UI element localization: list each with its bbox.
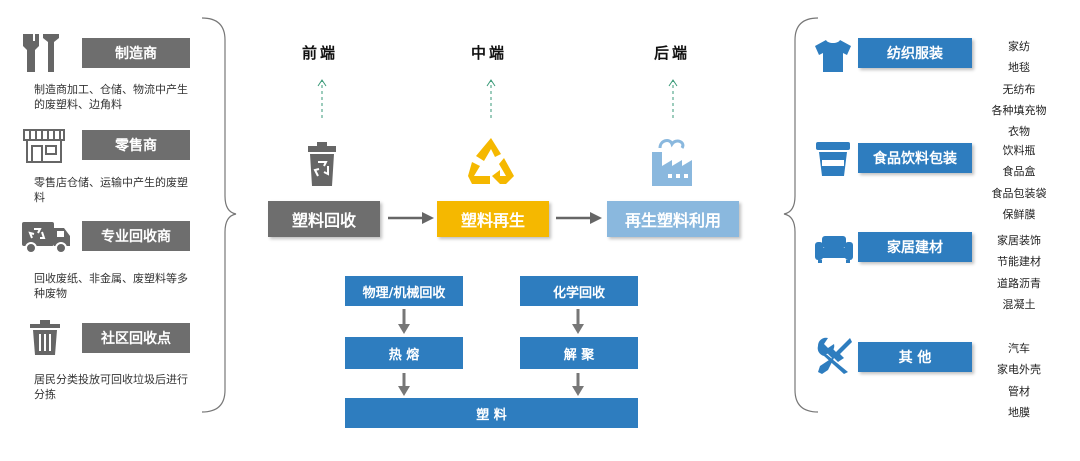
- plastic-regen-box: 塑料再生: [437, 201, 549, 237]
- source-box-manufacturer: 制造商: [82, 38, 190, 68]
- plastic-recycle-box: 塑料回收: [268, 201, 380, 237]
- app-item: 混凝土: [1002, 297, 1036, 311]
- tools-icon: [22, 32, 60, 74]
- flow-arrows: [388, 212, 602, 224]
- app-item: 道路沥青: [997, 276, 1041, 290]
- source-desc-retailer: 零售店仓储、运输中产生的废塑料: [34, 176, 188, 204]
- app-box-other: 其 他: [858, 342, 972, 372]
- app-item: 地毯: [1008, 61, 1030, 75]
- dashed-up-arrows: [317, 79, 678, 118]
- cup-icon: [814, 140, 852, 178]
- app-item: 地膜: [1008, 405, 1030, 419]
- source-box-recycler: 专业回收商: [82, 221, 190, 251]
- app-item: 食品盒: [1002, 165, 1036, 179]
- trash-bin-icon: [28, 320, 62, 356]
- recycle-bin-icon: [306, 140, 338, 188]
- wrench-screwdriver-icon: [814, 336, 854, 376]
- recycle-icon: [466, 136, 516, 188]
- app-list-textile: 家纺 地毯 无纺布 各种填充物 衣物: [984, 36, 1054, 142]
- decompose-box: 解 聚: [520, 337, 638, 369]
- source-box-retailer: 零售商: [82, 130, 190, 160]
- left-bracket: [201, 17, 237, 413]
- process-arrows: [398, 309, 584, 396]
- app-item: 各种填充物: [991, 103, 1047, 117]
- factory-icon: [646, 136, 700, 188]
- sofa-icon: [814, 234, 854, 264]
- app-list-home-building: 家居装饰 节能建材 道路沥青 混凝土: [984, 230, 1054, 315]
- app-box-textile: 纺织服装: [858, 38, 972, 68]
- chemical-recycle-box: 化学回收: [520, 276, 638, 306]
- app-item: 保鲜膜: [1002, 207, 1036, 221]
- app-box-home-building: 家居建材: [858, 232, 972, 262]
- store-icon: [22, 128, 66, 164]
- source-desc-recycler: 回收废纸、非金属、废塑料等多种废物: [34, 272, 188, 300]
- physical-recycle-box: 物理/机械回收: [345, 276, 463, 306]
- stage-back: 后端: [654, 44, 691, 62]
- app-item: 家纺: [1008, 40, 1030, 53]
- source-box-community: 社区回收点: [82, 323, 190, 353]
- app-item: 家电外壳: [997, 363, 1041, 377]
- stage-front: 前端: [302, 44, 339, 62]
- plastic-box: 塑 料: [345, 398, 638, 428]
- melt-box: 热 熔: [345, 337, 463, 369]
- source-desc-manufacturer: 制造商加工、仓储、物流中产生的废塑料、边角料: [34, 83, 188, 111]
- app-item: 管材: [1008, 384, 1030, 398]
- stage-middle: 中端: [471, 44, 508, 62]
- right-bracket: [783, 17, 819, 413]
- app-item: 衣物: [1008, 125, 1030, 139]
- app-list-other: 汽车 家电外壳 管材 地膜: [984, 338, 1054, 423]
- app-item: 家居装饰: [997, 234, 1041, 247]
- app-item: 饮料瓶: [1002, 144, 1036, 157]
- tshirt-icon: [813, 38, 853, 74]
- recycling-truck-icon: [20, 220, 72, 254]
- recycled-plastic-use-box: 再生塑料利用: [607, 201, 739, 237]
- app-item: 汽车: [1008, 342, 1030, 355]
- app-item: 食品包装袋: [991, 186, 1047, 200]
- app-box-food-packaging: 食品饮料包装: [858, 143, 972, 173]
- app-item: 无纺布: [1002, 82, 1036, 96]
- app-item: 节能建材: [997, 255, 1041, 269]
- app-list-food-packaging: 饮料瓶 食品盒 食品包装袋 保鲜膜: [984, 140, 1054, 225]
- source-desc-community: 居民分类投放可回收垃圾后进行分拣: [34, 373, 188, 401]
